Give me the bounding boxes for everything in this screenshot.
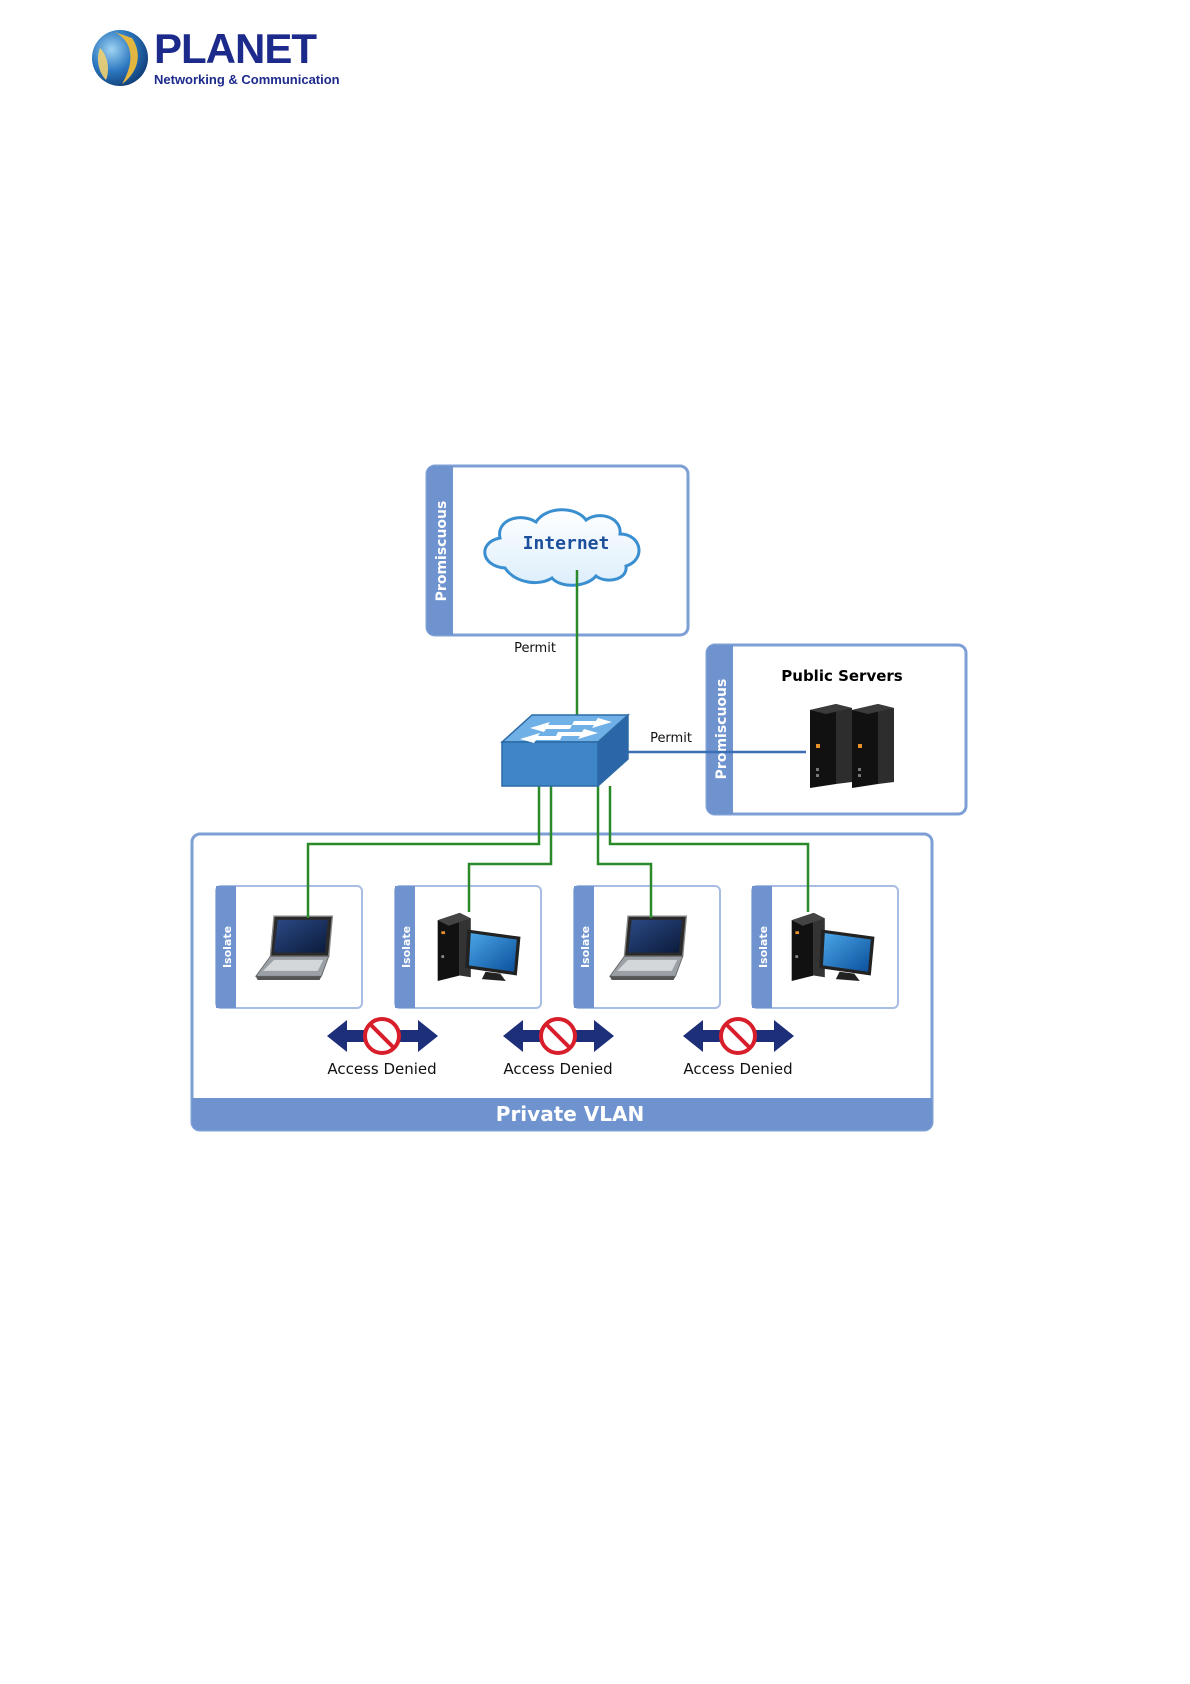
server-icon [810,704,852,788]
no-entry-icon [721,1019,755,1053]
access-denied-3: Access Denied [683,1019,794,1078]
servers-permit-label: Permit [650,731,692,746]
private-vlan-zone: Private VLAN Isolate Isolate Isolate Iso… [192,834,932,1130]
access-denied-1: Access Denied [327,1019,438,1078]
isolate-host-4: Isolate [752,886,898,1008]
host-side-label: Isolate [579,926,592,968]
private-vlan-label: Private VLAN [496,1102,644,1126]
no-entry-icon [541,1019,575,1053]
isolate-host-1: Isolate [216,886,362,1008]
access-denied-label: Access Denied [503,1060,612,1078]
host-side-label: Isolate [221,926,234,968]
servers-zone: Promiscuous Public Servers [707,645,966,814]
servers-zone-title: Public Servers [781,667,903,685]
access-denied-label: Access Denied [327,1060,436,1078]
host-side-label: Isolate [400,926,413,968]
internet-cloud-label: Internet [523,533,610,554]
internet-zone: Promiscuous Internet [427,466,688,635]
internet-permit-label: Permit [514,641,556,656]
host-side-label: Isolate [757,926,770,968]
isolate-host-3: Isolate [574,886,720,1008]
switch-icon [502,715,628,786]
no-entry-icon [365,1019,399,1053]
servers-zone-side-label: Promiscuous [714,679,730,780]
access-denied-2: Access Denied [503,1019,614,1078]
server-icon [852,704,894,788]
internet-zone-side-label: Promiscuous [434,501,450,602]
access-denied-label: Access Denied [683,1060,792,1078]
